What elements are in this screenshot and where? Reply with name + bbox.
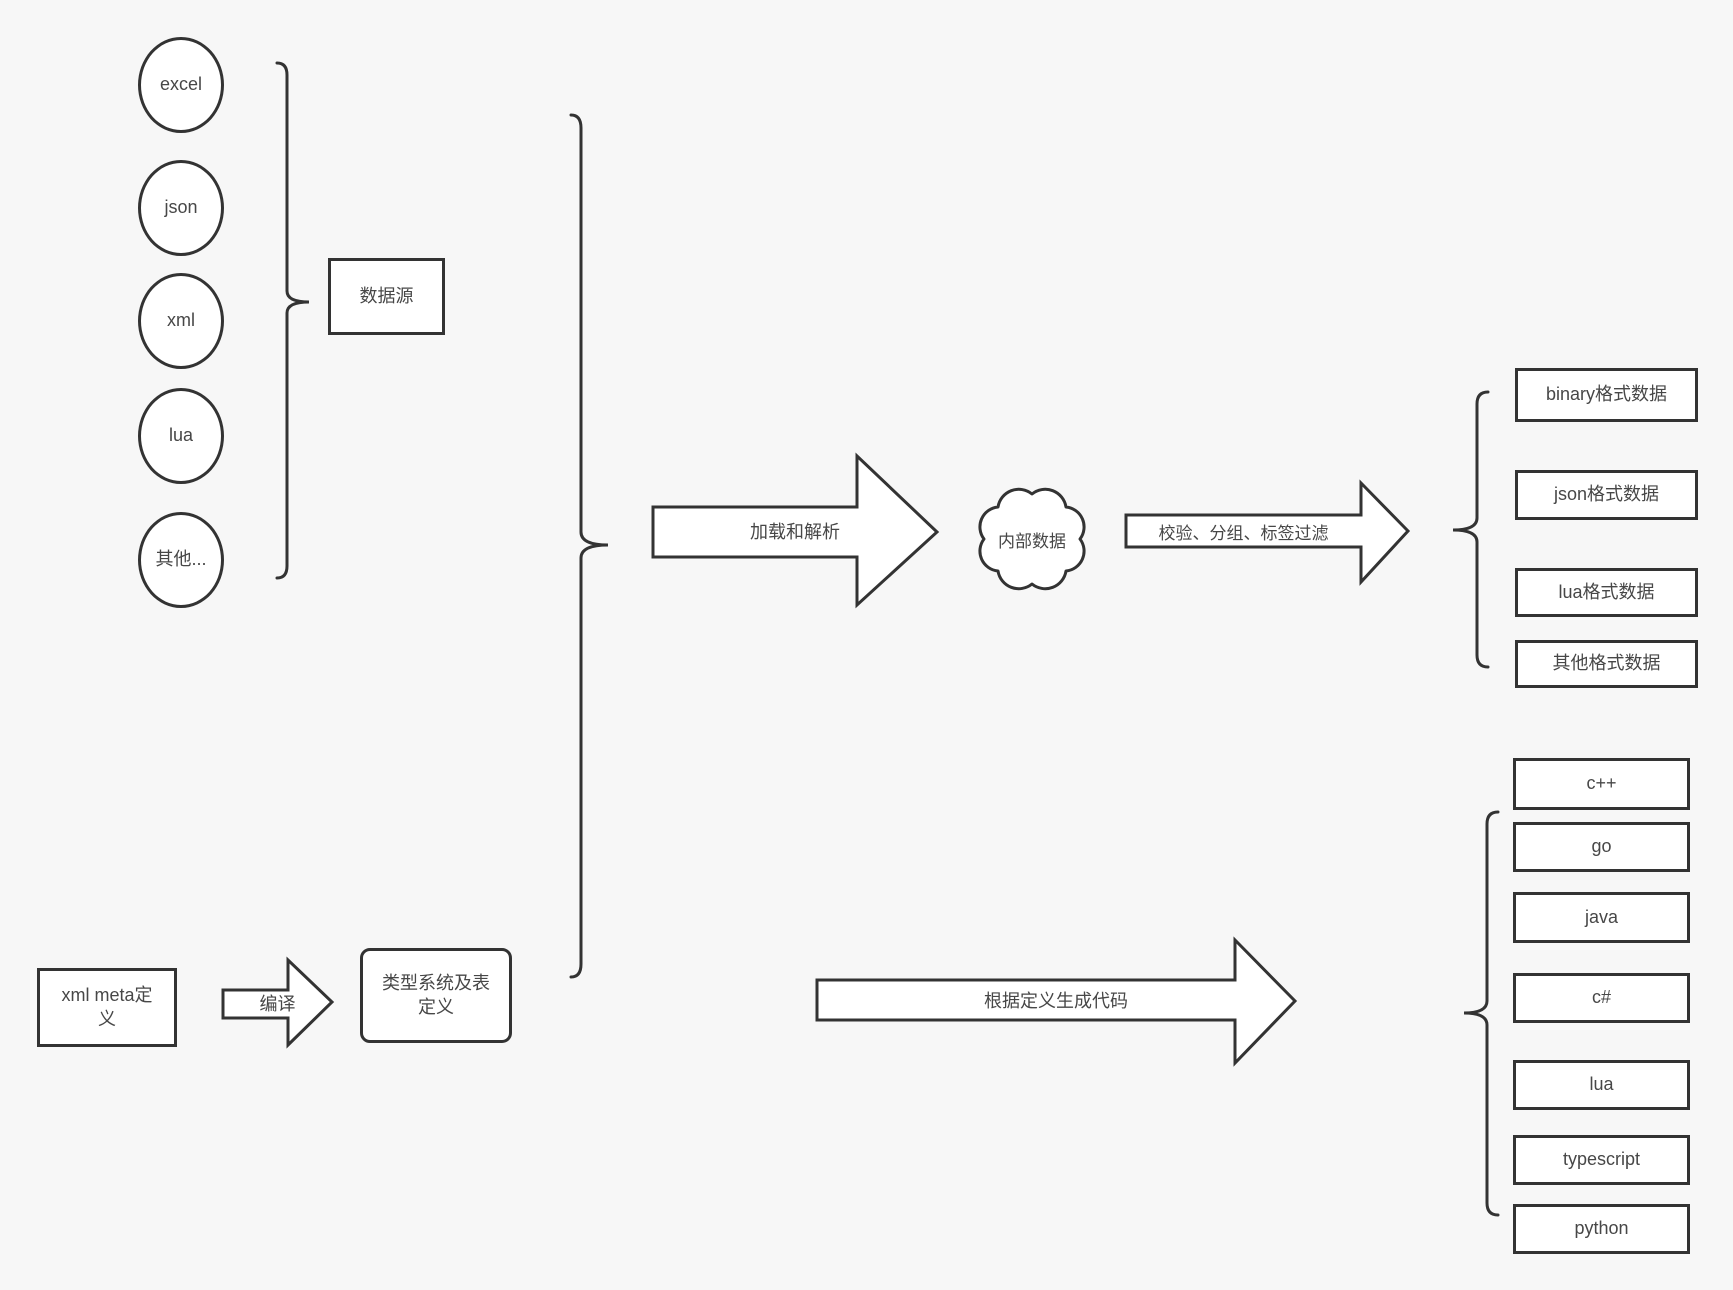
- sources-brace: [275, 61, 310, 580]
- language-box-lua: lua: [1513, 1060, 1690, 1110]
- language-box-label: lua: [1589, 1074, 1614, 1095]
- source-circle-label: 其他...: [155, 549, 207, 570]
- type-system-box: 类型系统及表 定义: [360, 948, 512, 1043]
- language-box-label: java: [1584, 906, 1619, 927]
- languages-brace: [1463, 810, 1500, 1217]
- source-circle-excel: excel: [138, 37, 224, 133]
- load-parse-arrow-shape: [651, 452, 940, 609]
- language-box-label: c#: [1591, 987, 1611, 1008]
- data-source-label: 数据源: [359, 285, 414, 306]
- format-box-other: 其他格式数据: [1515, 640, 1698, 688]
- filter-arrow-shape: [1124, 479, 1411, 586]
- codegen-arrow-shape: [815, 936, 1298, 1067]
- data-source-box: 数据源: [328, 258, 445, 335]
- source-circle-label: xml: [167, 310, 195, 331]
- language-box-python: python: [1513, 1204, 1690, 1254]
- load-parse-arrow-label: 加载和解析: [750, 522, 840, 542]
- source-circle-label: json: [164, 197, 198, 218]
- format-box-label: binary格式数据: [1545, 384, 1668, 405]
- language-box-label: go: [1591, 836, 1612, 857]
- language-box-typescript: typescript: [1513, 1135, 1690, 1185]
- format-box-label: 其他格式数据: [1552, 653, 1661, 674]
- internal-data-label: 内部数据: [998, 531, 1066, 551]
- xml-meta-label: xml meta定 义: [61, 985, 153, 1029]
- format-box-json: json格式数据: [1515, 470, 1698, 520]
- source-circle-other: 其他...: [138, 512, 224, 608]
- format-box-binary: binary格式数据: [1515, 368, 1698, 422]
- source-circle-label: lua: [168, 425, 194, 446]
- format-box-label: json格式数据: [1553, 484, 1660, 505]
- source-circle-xml: xml: [138, 273, 224, 369]
- source-circle-lua: lua: [138, 388, 224, 484]
- formats-brace: [1452, 390, 1490, 669]
- language-box-go: go: [1513, 822, 1690, 872]
- filter-arrow-label: 校验、分组、标签过滤: [1158, 523, 1329, 543]
- language-box-label: typescript: [1562, 1149, 1641, 1170]
- source-circle-json: json: [138, 160, 224, 256]
- language-box-cpp: c++: [1513, 758, 1690, 810]
- compile-arrow-shape: [221, 956, 335, 1049]
- language-box-csharp: c#: [1513, 973, 1690, 1023]
- compile-arrow-label: 编译: [259, 994, 296, 1014]
- type-system-label: 类型系统及表 定义: [382, 973, 490, 1017]
- language-box-label: python: [1574, 1218, 1629, 1239]
- codegen-arrow-label: 根据定义生成代码: [984, 991, 1128, 1011]
- source-circle-label: excel: [159, 74, 203, 95]
- format-box-label: lua格式数据: [1558, 581, 1655, 602]
- language-box-label: c++: [1586, 773, 1617, 794]
- xml-meta-box: xml meta定 义: [37, 968, 177, 1047]
- all-inputs-brace: [569, 113, 609, 979]
- language-box-java: java: [1513, 892, 1690, 943]
- format-box-lua: lua格式数据: [1515, 568, 1698, 617]
- internal-data-cloud: [978, 487, 1086, 591]
